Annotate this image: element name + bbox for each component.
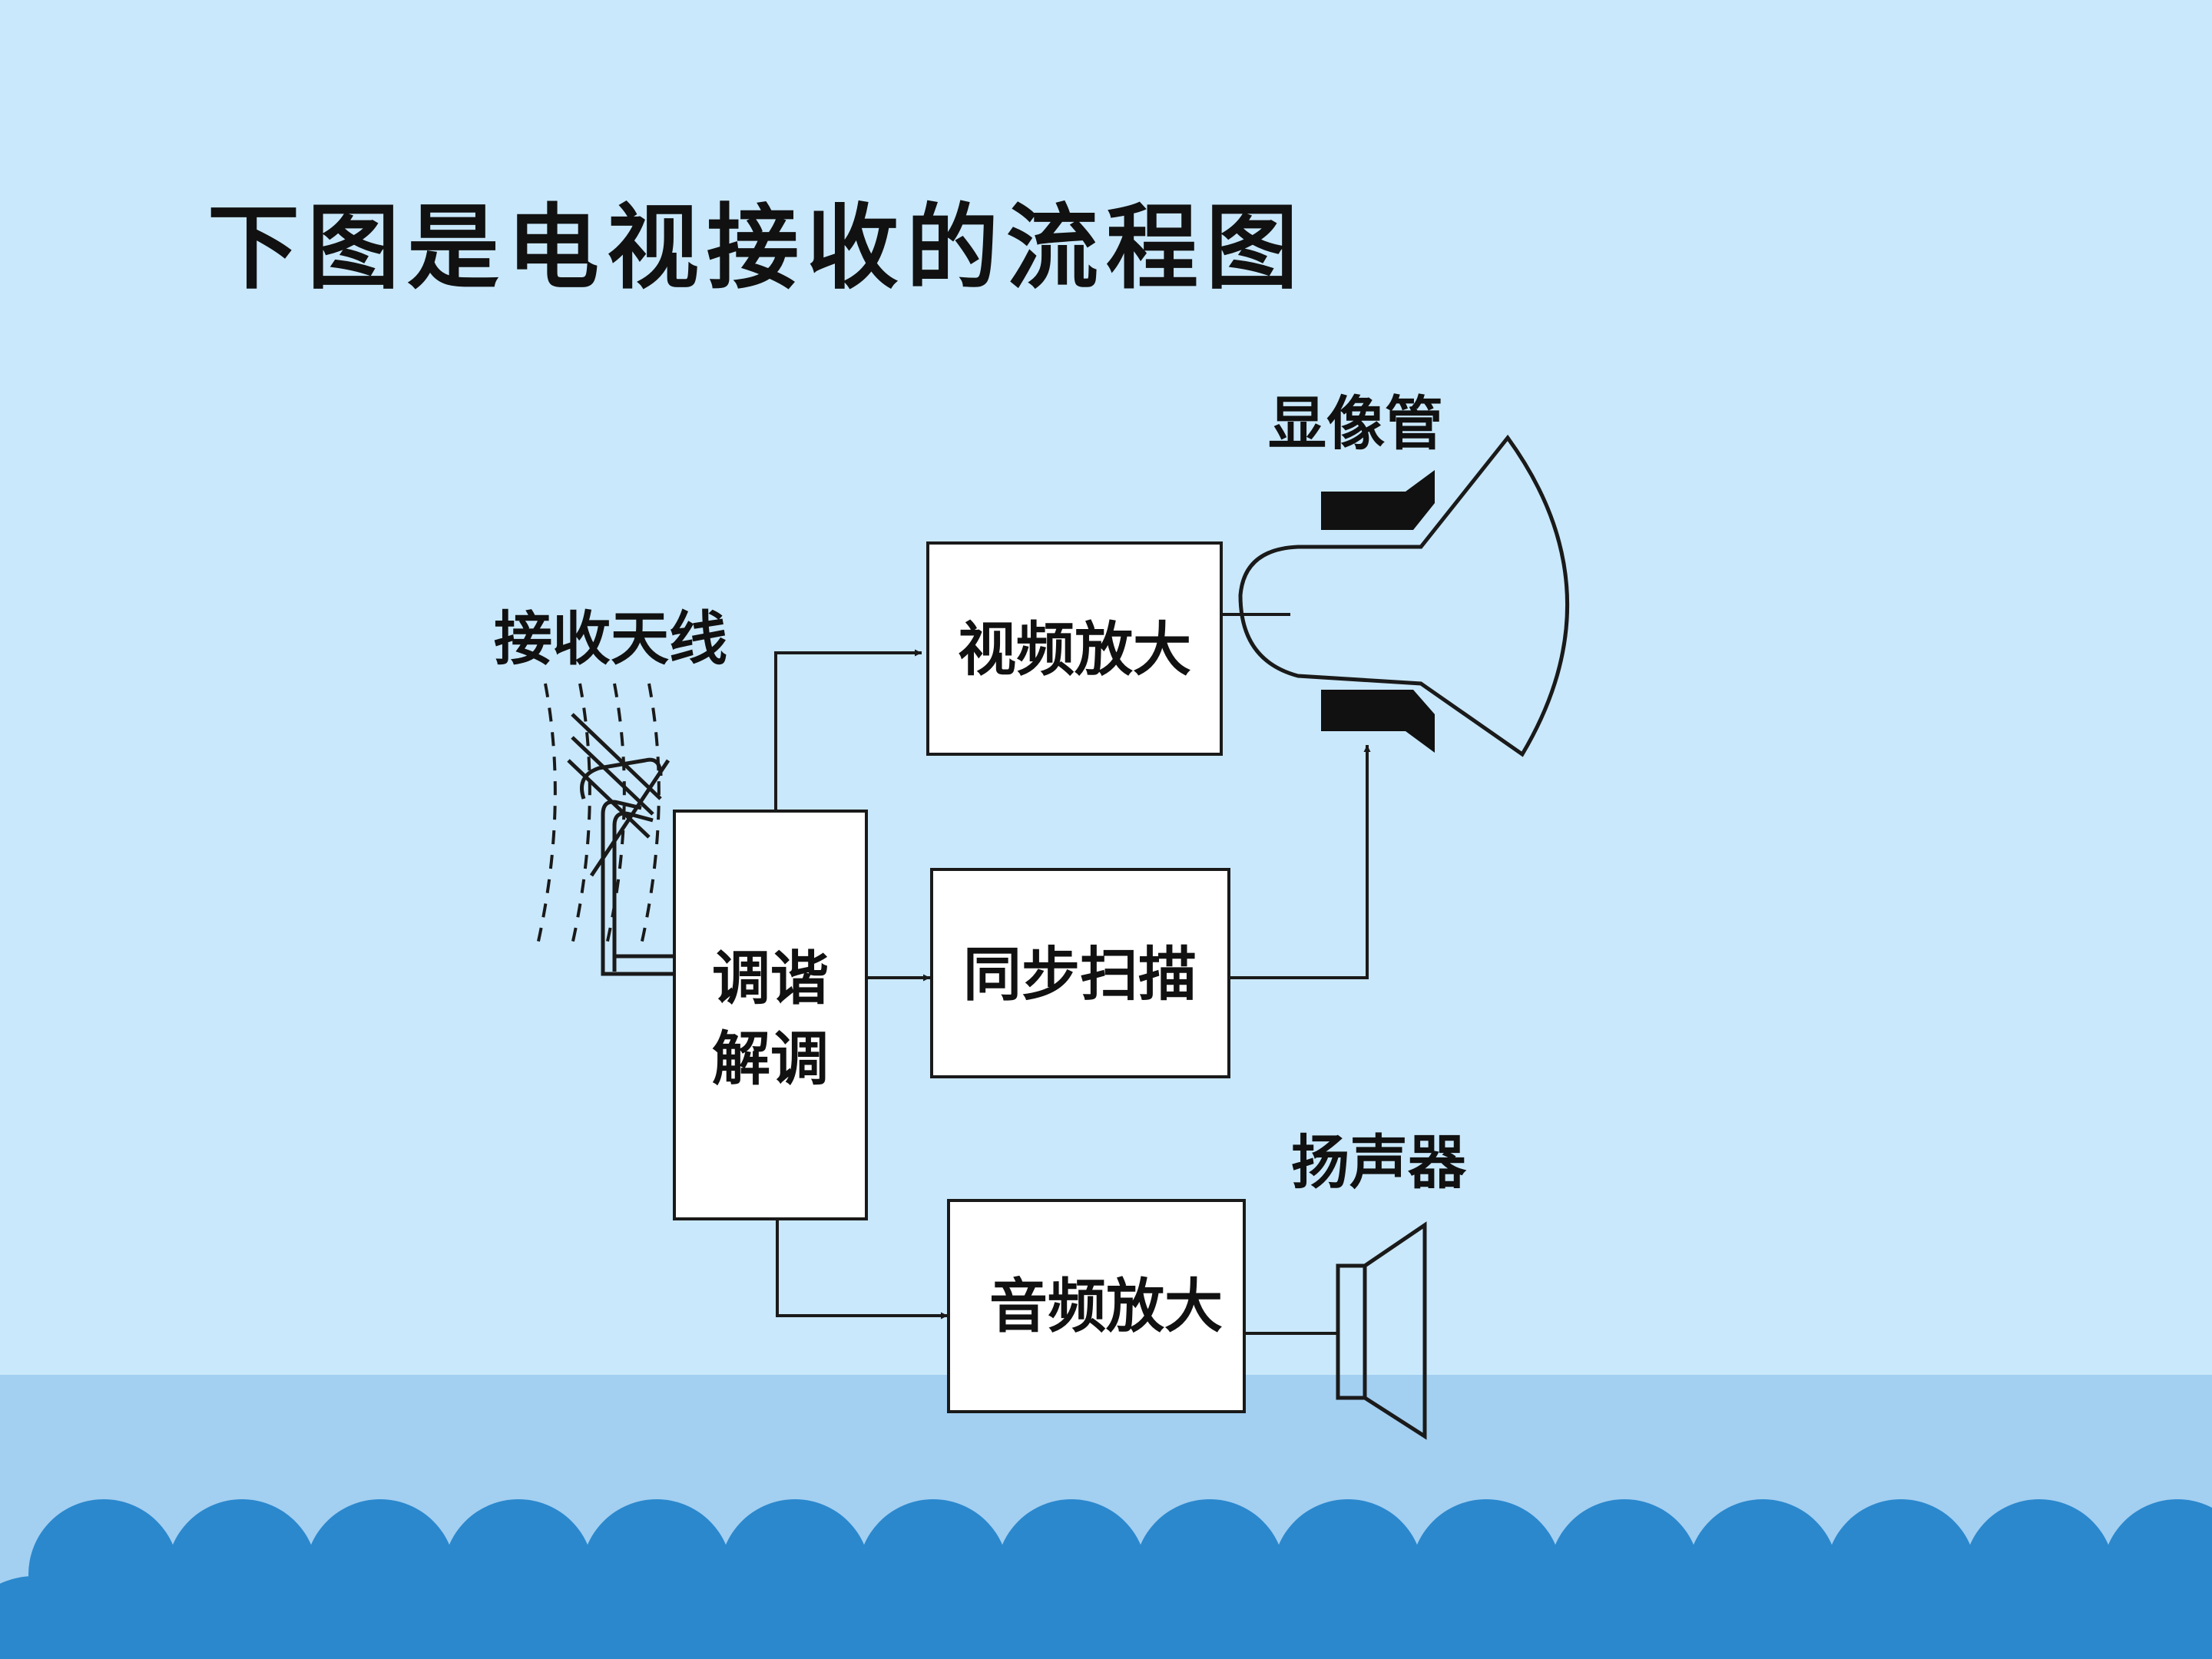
arrow-tuner-to-video: [774, 649, 922, 811]
audio-amp-label: 音频放大: [989, 1272, 1223, 1340]
crt-label: 显像管: [1268, 389, 1443, 458]
wave-bump: [643, 1576, 809, 1659]
wave-bump: [505, 1576, 671, 1659]
sync-scan-box: [930, 868, 1230, 1078]
wave-bump: [1887, 1576, 2053, 1659]
wave-bump: [90, 1576, 256, 1659]
connectors: [774, 613, 1371, 1335]
page-title: 下图是电视接收的流程图: [207, 194, 1306, 302]
arrow-sync-to-crt: [1229, 745, 1371, 979]
tuner-demod-box: [673, 810, 868, 1220]
antenna-label: 接收天线: [494, 604, 727, 673]
antenna-icon: [567, 713, 676, 976]
sync-scan-label: 同步扫描: [963, 940, 1197, 1008]
speaker-icon: [1336, 1221, 1427, 1440]
wave-row-front: [0, 1576, 2212, 1659]
crt-tube-icon: [1238, 434, 1570, 757]
wave-bump: [366, 1576, 532, 1659]
deflection-coil-top: [1321, 470, 1435, 530]
wave-bump: [2025, 1576, 2191, 1659]
video-amp-label: 视频放大: [958, 615, 1191, 684]
wave-bump: [1196, 1576, 1362, 1659]
tuner-label-line2: 解调: [712, 1025, 829, 1093]
tuner-label-line1: 调谐: [712, 944, 829, 1012]
wave-bump: [1334, 1576, 1500, 1659]
wave-bump: [228, 1576, 394, 1659]
wave-bump: [1611, 1576, 1777, 1659]
wave-bump: [0, 1576, 118, 1659]
wave-bump: [1472, 1576, 1638, 1659]
speaker-label: 扬声器: [1291, 1128, 1467, 1197]
wave-bump: [1058, 1576, 1224, 1659]
deflection-coil-bottom: [1321, 690, 1435, 753]
wave-bump: [919, 1576, 1085, 1659]
wave-bump: [2164, 1583, 2212, 1659]
wave-bump: [781, 1576, 947, 1659]
wave-bump: [1749, 1576, 1915, 1659]
audio-amp-box: [947, 1199, 1246, 1413]
arrow-tuner-to-audio: [776, 1219, 948, 1320]
video-amp-box: [926, 541, 1223, 756]
